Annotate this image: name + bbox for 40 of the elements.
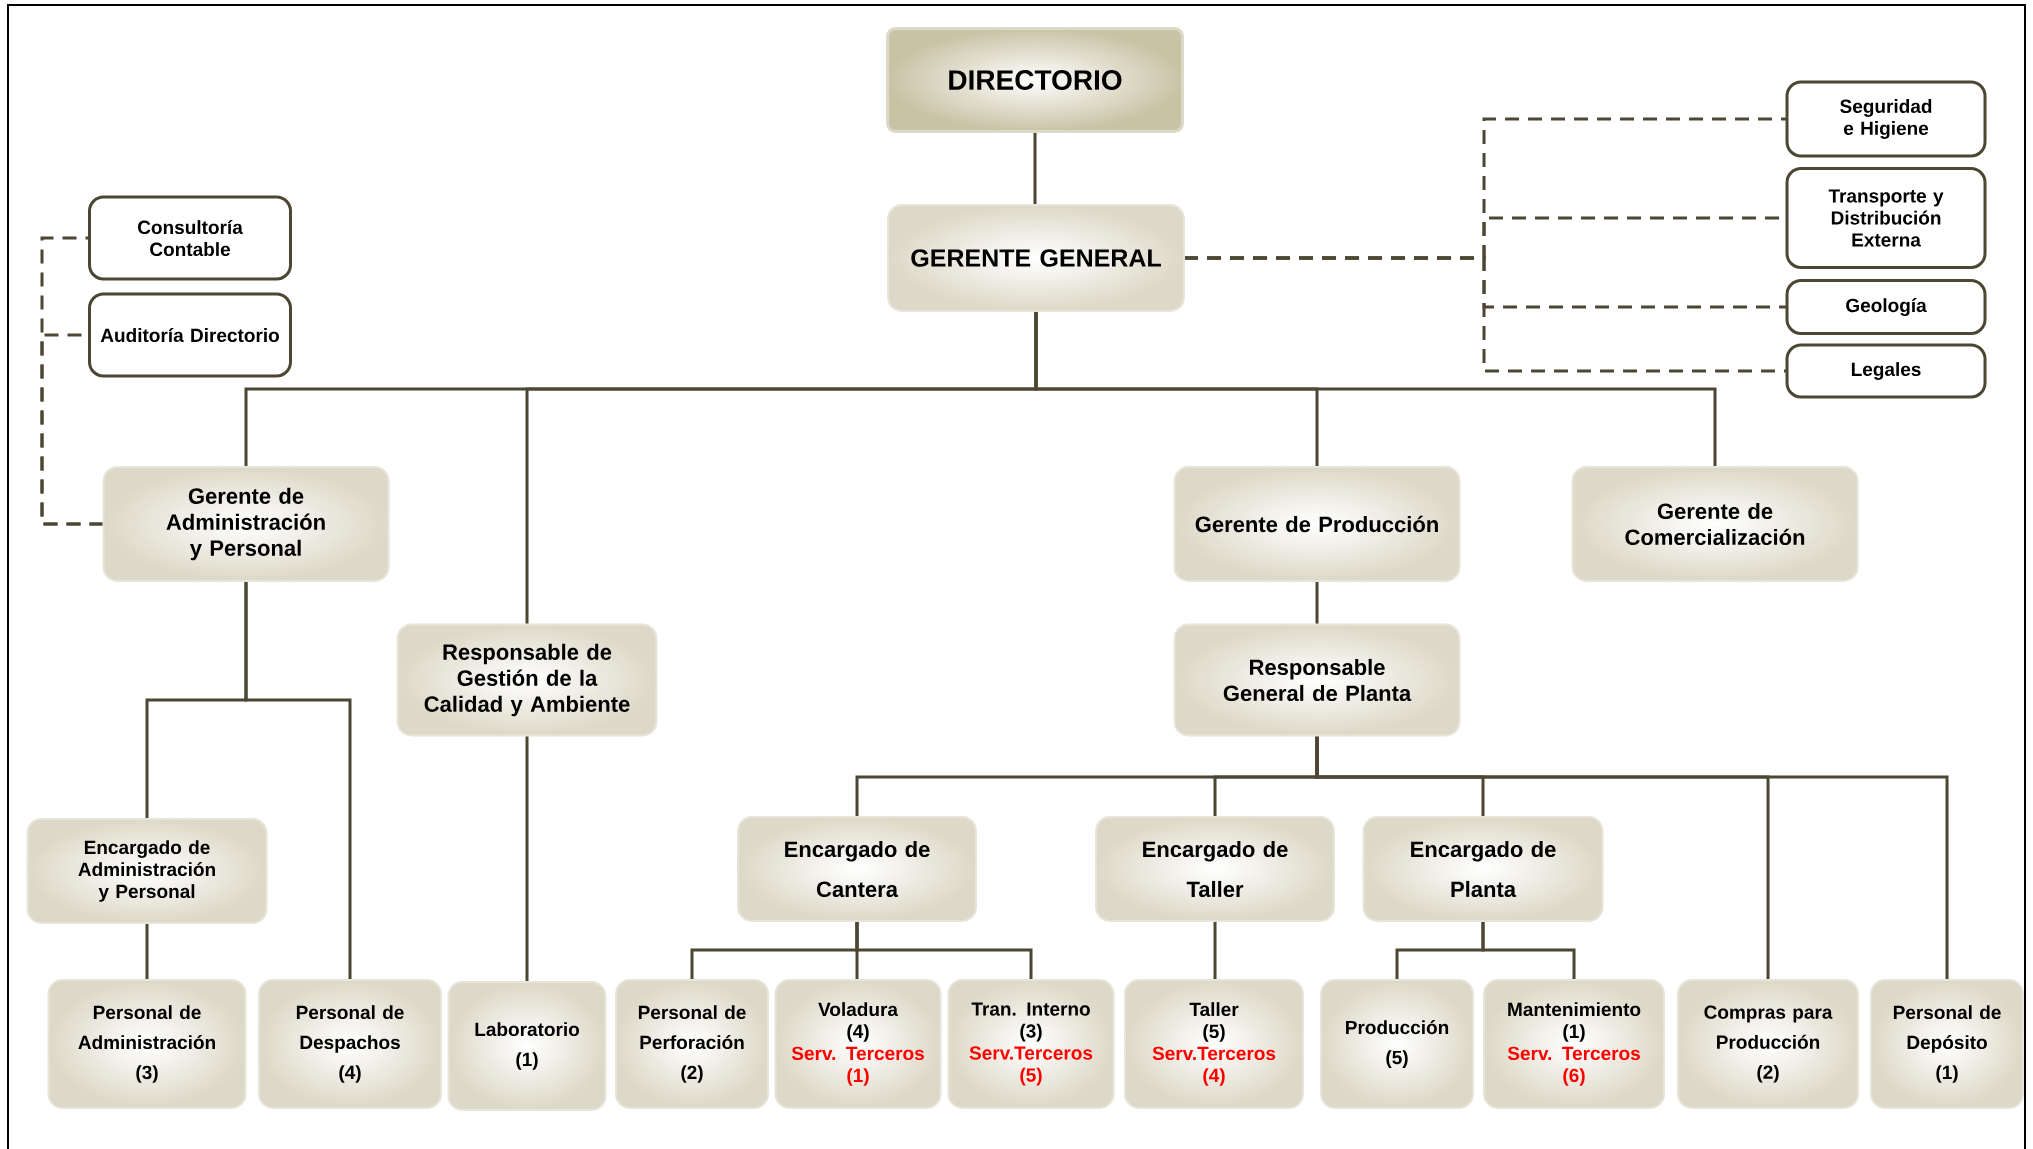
staff-box: Personal de Administración (3) bbox=[47, 979, 247, 1109]
dashed-connector bbox=[40, 333, 104, 526]
staff-box: Personal de Despachos (4) bbox=[258, 979, 442, 1109]
staff-box: Taller (5) Serv.Terceros (4) bbox=[1124, 979, 1304, 1109]
position-box: GERENTE GENERAL bbox=[887, 204, 1185, 312]
advisory-box: Geología bbox=[1785, 279, 1987, 335]
position-box: Gerente de Administración y Personal bbox=[102, 466, 390, 582]
connector-line bbox=[1034, 311, 1717, 467]
connector-line bbox=[1481, 921, 1576, 980]
staff-box: Voladura (4) Serv. Terceros (1) bbox=[774, 979, 942, 1109]
connector-line bbox=[145, 923, 149, 980]
position-box: Encargado de Administración y Personal bbox=[26, 818, 268, 924]
position-box: Responsable de Gestión de la Calidad y Ambiente bbox=[396, 623, 658, 737]
staff-box: Laboratorio (1) bbox=[447, 981, 607, 1111]
position-box: Gerente de Producción bbox=[1173, 466, 1461, 582]
connector-line bbox=[244, 581, 352, 980]
connector-line bbox=[525, 735, 529, 982]
dashed-connector bbox=[1184, 256, 1787, 373]
connector-line bbox=[855, 921, 1033, 980]
advisory-box: Consultoría Contable bbox=[88, 195, 292, 281]
staff-box: Personal de Perforación (2) bbox=[615, 979, 769, 1109]
connector-line bbox=[1315, 735, 1949, 980]
connector-line bbox=[1315, 581, 1319, 625]
connector-line bbox=[1213, 921, 1217, 980]
advisory-box: Legales bbox=[1785, 343, 1987, 399]
advisory-box: Seguridad e Higiene bbox=[1785, 80, 1987, 158]
position-box: Gerente de Comercialización bbox=[1571, 466, 1859, 582]
position-box: Encargado de Cantera bbox=[737, 816, 977, 922]
position-box: Responsable General de Planta bbox=[1173, 623, 1461, 737]
position-box: Encargado de Planta bbox=[1362, 816, 1604, 922]
position-box: Encargado de Taller bbox=[1095, 816, 1335, 922]
title-box: DIRECTORIO bbox=[886, 27, 1184, 133]
advisory-box: Transporte y Distribución Externa bbox=[1785, 167, 1987, 269]
staff-box: Personal de Depósito (1) bbox=[1870, 979, 2025, 1109]
advisory-box: Auditoría Directorio bbox=[88, 292, 292, 378]
staff-box: Compras para Producción (2) bbox=[1677, 979, 1859, 1109]
staff-box: Mantenimiento (1) Serv. Terceros (6) bbox=[1483, 979, 1665, 1109]
staff-box: Producción (5) bbox=[1320, 979, 1474, 1109]
staff-box: Tran. Interno (3) Serv.Terceros (5) bbox=[947, 979, 1115, 1109]
connector-line bbox=[1033, 131, 1037, 205]
